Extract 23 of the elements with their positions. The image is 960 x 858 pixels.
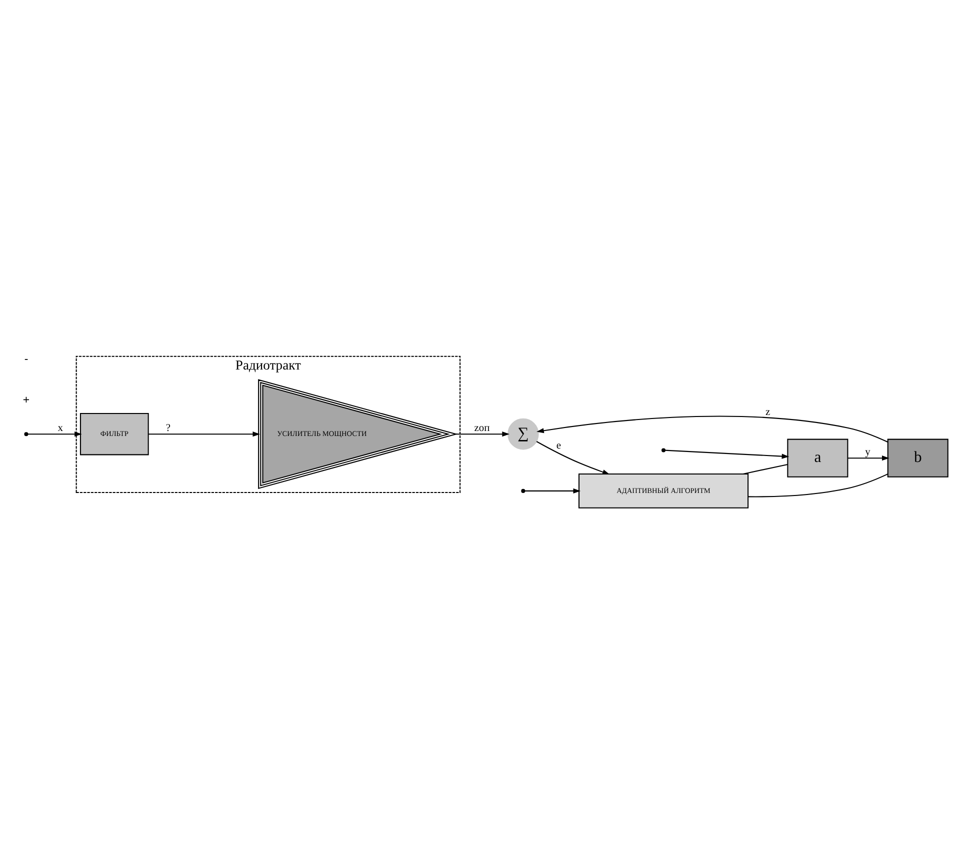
node-box: a bbox=[787, 438, 848, 478]
arrow bbox=[524, 488, 581, 494]
edge-label: e bbox=[556, 440, 561, 452]
arrow bbox=[456, 432, 510, 437]
arrow bbox=[536, 441, 610, 475]
edge-label: z bbox=[766, 406, 770, 418]
node-box: b bbox=[887, 438, 948, 478]
arrow bbox=[665, 450, 790, 459]
connector bbox=[742, 464, 788, 474]
arrow bbox=[848, 456, 890, 461]
label: + bbox=[22, 394, 30, 407]
arrow bbox=[28, 432, 82, 437]
connector bbox=[748, 474, 888, 498]
node-circle: ∑ bbox=[508, 418, 539, 450]
node-box: АДАПТИВНЫЙ АЛГОРИТМ bbox=[578, 473, 749, 508]
edge-label: y bbox=[865, 446, 870, 458]
edge-label: zоп bbox=[474, 422, 490, 434]
edge-label: x bbox=[58, 422, 64, 434]
edge-label: ? bbox=[166, 422, 170, 434]
arrow bbox=[536, 416, 888, 442]
label: - bbox=[24, 353, 28, 366]
arrow bbox=[148, 432, 260, 437]
node-box: ФИЛЬТР bbox=[80, 412, 149, 456]
